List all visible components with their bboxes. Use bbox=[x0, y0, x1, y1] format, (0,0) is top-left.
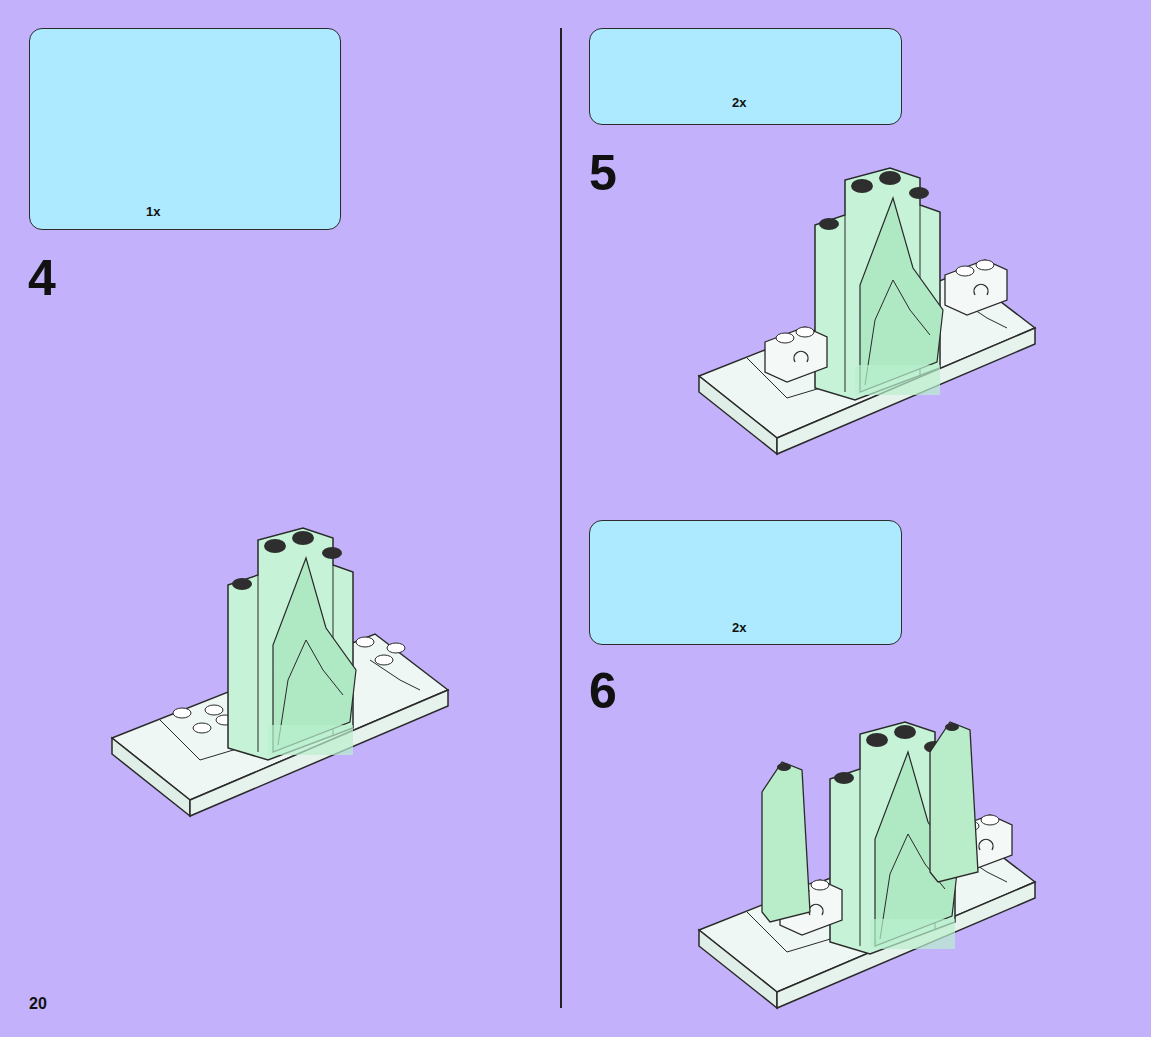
step-number: 5 bbox=[589, 148, 617, 198]
step-number: 6 bbox=[589, 666, 617, 716]
part-quantity: 2x bbox=[732, 620, 746, 635]
part-quantity: 2x bbox=[732, 95, 746, 110]
parts-callout: 2x bbox=[589, 28, 902, 125]
page-number: 20 bbox=[29, 996, 47, 1012]
part-quantity: 1x bbox=[146, 204, 160, 219]
parts-callout: 1x bbox=[29, 28, 341, 230]
parts-callout: 2x bbox=[589, 520, 902, 645]
step-number: 4 bbox=[28, 253, 56, 303]
